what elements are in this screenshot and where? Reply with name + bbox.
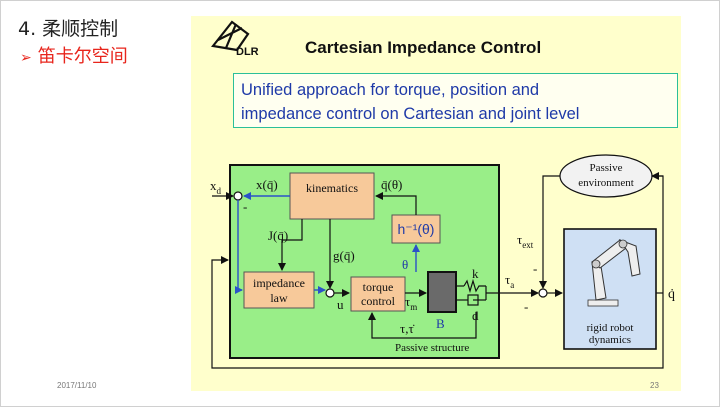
dlr-logo-text: DLR: [236, 46, 259, 58]
callout-line-2: impedance control on Cartesian and joint…: [241, 105, 580, 123]
passive-structure-label: Passive structure: [395, 342, 469, 354]
subheading-text: 笛卡尔空间: [37, 46, 128, 67]
ext-minus-sign: -: [533, 261, 537, 276]
slide-date: 2017/11/10: [57, 381, 97, 390]
torque-feedback-arrow: [368, 312, 477, 339]
environment-label: environment: [578, 177, 634, 189]
slide-subheading: ➢ 笛卡尔空间: [20, 42, 128, 68]
impedance-label: impedance: [253, 276, 305, 290]
slide-heading: 4. 柔顺控制: [18, 18, 119, 40]
x-qbar-label: x(q̄): [256, 177, 278, 192]
arrow-bullet-icon: ➢: [20, 50, 32, 66]
error-to-impedance-arrow: [235, 200, 243, 294]
setpoint-minus-sign: -: [243, 199, 247, 214]
jacobian-label: J(q̄): [268, 228, 288, 243]
xd-label: xd: [210, 178, 222, 196]
kinematics-label: kinematics: [306, 181, 358, 195]
qbar-theta-label: q̄(θ): [381, 177, 402, 192]
figure-title: Cartesian Impedance Control: [305, 38, 542, 57]
tau-a-label: τa: [505, 272, 514, 290]
impedance-law-block: [243, 271, 315, 309]
dlr-logo: DLR: [210, 20, 259, 58]
passive-env-label: Passive: [590, 162, 623, 174]
dlr-logo-cross-icon: [217, 23, 243, 49]
inverse-h-block: [391, 214, 441, 244]
u-label: u: [337, 297, 344, 312]
b-label: B: [436, 316, 445, 331]
torque-label: torque: [363, 280, 394, 294]
rigid-robot-label: rigid robot: [587, 322, 634, 334]
approach-callout: Unified approach for torque, position an…: [233, 73, 678, 128]
gravity-label: g(q̄): [333, 248, 355, 263]
dynamics-label-robot: dynamics: [589, 334, 631, 346]
inverse-h-label: h⁻¹(θ): [398, 221, 435, 237]
robot-arm-icon: [587, 238, 641, 307]
joint-sum-minus-sign: -: [524, 299, 528, 314]
motor-inertia-block: [427, 271, 457, 313]
torque-sum-junction: [325, 288, 335, 298]
callout-line-1: Unified approach for torque, position an…: [241, 81, 540, 99]
damping-label: d: [472, 308, 479, 323]
tau-ext-arrow: [539, 175, 560, 289]
jacobian-arrow: [278, 219, 303, 271]
law-label: law: [270, 291, 288, 305]
stiffness-label: k: [472, 266, 479, 281]
tau-ext-label: τext: [517, 232, 534, 250]
theta-label: θ: [402, 257, 408, 272]
kinematics-dynamics-block: [289, 172, 375, 220]
joint-torque-sum-junction: [538, 288, 548, 298]
torque-control-block: [350, 276, 406, 312]
q-dot-label: q̇: [668, 287, 675, 302]
dlr-logo-mark-icon: [210, 20, 250, 52]
setpoint-sum-junction: [233, 191, 243, 201]
tau-tau-dot-label: τ,τ̇: [400, 321, 415, 336]
tau-m-label: τm: [405, 294, 417, 312]
control-label: control: [361, 294, 396, 308]
qbar-feedback-arrow: [375, 192, 417, 215]
page-number: 23: [650, 381, 659, 390]
